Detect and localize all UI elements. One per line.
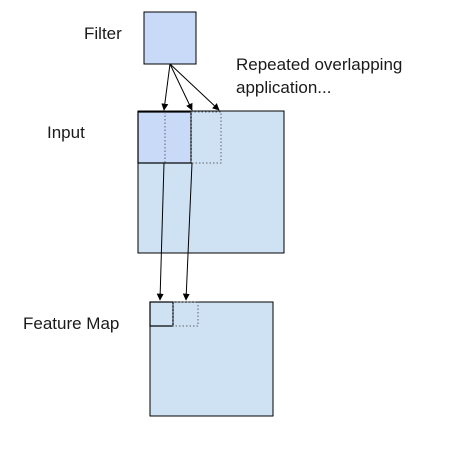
filter-label: Filter xyxy=(84,24,122,43)
feature-map-grid xyxy=(149,301,274,417)
filter-box xyxy=(143,11,197,65)
arrow-filter-to-input-1 xyxy=(161,63,171,111)
input-receptive-field-2 xyxy=(190,111,222,164)
input-label: Input xyxy=(47,123,85,142)
feature-map-label: Feature Map xyxy=(23,314,119,333)
feature-map-cell-1 xyxy=(149,301,174,327)
arrow-input-to-feature-map-1 xyxy=(156,162,165,301)
arrow-input-to-feature-map-2 xyxy=(182,162,193,301)
arrow-filter-to-input-3 xyxy=(169,63,220,111)
arrow-filter-to-input-2 xyxy=(169,63,193,111)
annotation-line-1: Repeated overlapping xyxy=(236,55,402,74)
annotation-line-2: application... xyxy=(236,78,331,97)
